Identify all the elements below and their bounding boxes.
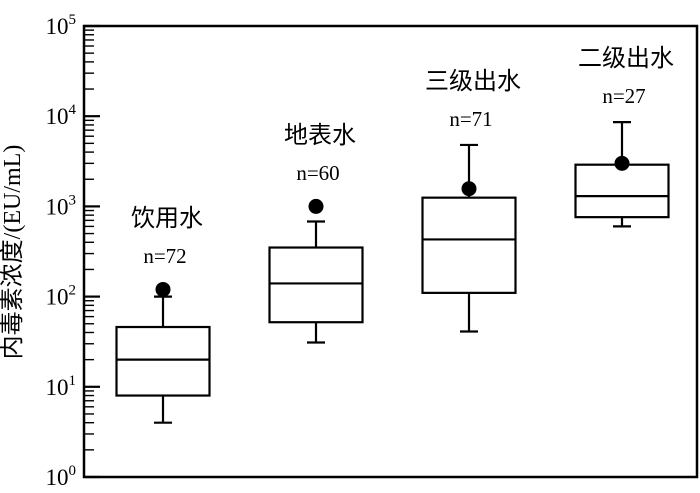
sample-size-label: n=71 [449,107,492,131]
iqr-box [115,325,211,397]
boxplot-group-2: 地表水 n=60 [268,122,364,344]
group-label: 饮用水 [131,205,203,232]
y-tick-label: 101 [46,373,77,400]
iqr-box [574,163,670,219]
y-axis-title: 内毒素浓度/(EU/mL) [0,145,26,360]
y-tick-label: 100 [46,463,77,490]
iqr-box [421,196,517,294]
group-label: 二级出水 [578,45,674,72]
group-label: 三级出水 [425,68,521,95]
boxplot-group-1: 饮用水 n=72 [115,205,211,424]
iqr-box [268,246,364,324]
sample-size-label: n=27 [602,84,645,108]
outlier-dot [614,155,630,171]
sample-size-label: n=72 [143,244,186,268]
y-tick-label: 103 [46,192,77,219]
plot-frame [82,24,699,479]
y-tick-label: 105 [46,12,77,39]
group-label: 地表水 [284,122,356,149]
y-tick-label: 102 [46,283,77,310]
y-axis: 100 101 102 103 104 105 [46,12,100,490]
boxplot-group-3: 三级出水 n=71 [421,68,521,333]
y-tick-label: 104 [46,102,77,129]
outlier-dot [155,281,171,297]
sample-size-label: n=60 [296,161,339,185]
outlier-dot [308,198,324,214]
outlier-dot [461,181,477,197]
boxplot-group-4: 二级出水 n=27 [574,45,674,228]
